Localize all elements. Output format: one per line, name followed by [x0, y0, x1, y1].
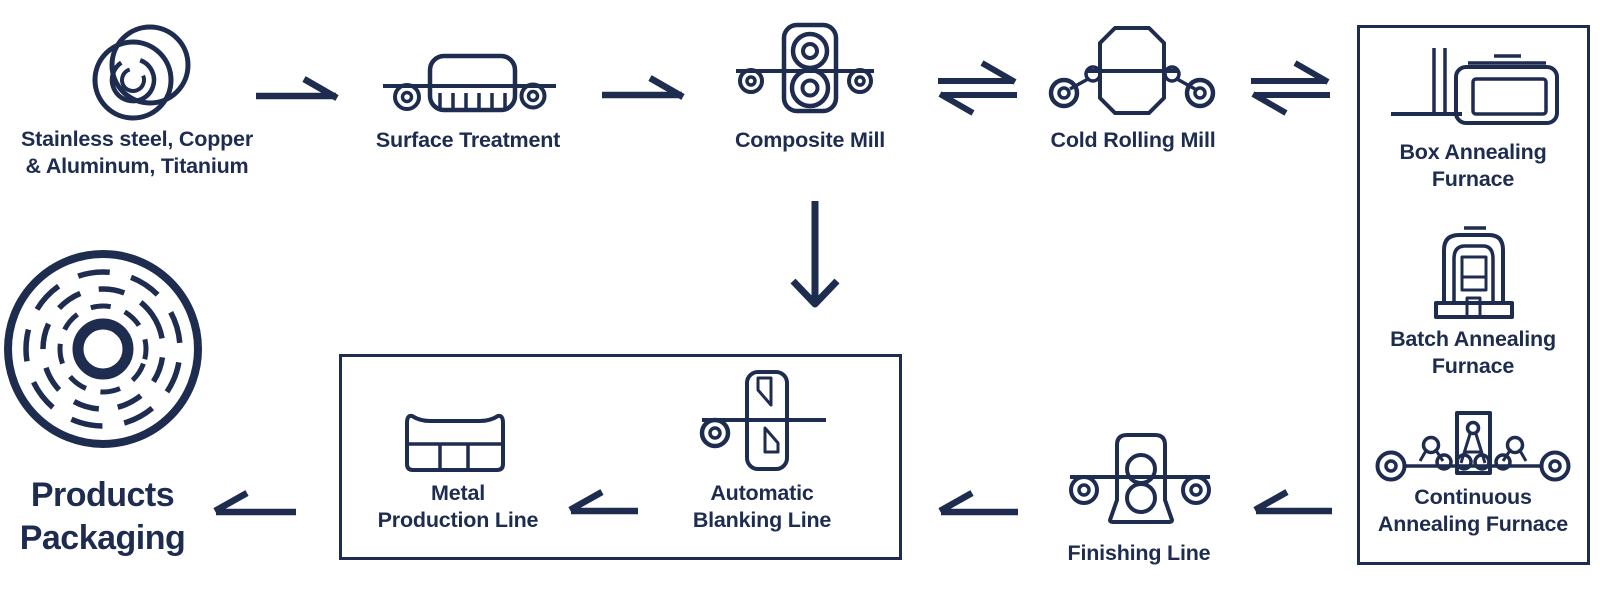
double-arrow-composite-coldmill — [938, 60, 1017, 116]
batch-annealing-label: Batch Annealing Furnace — [1363, 326, 1583, 380]
arrow-surface-to-composite — [602, 75, 685, 100]
surface-treatment-label: Surface Treatment — [375, 128, 561, 152]
annealing-furnaces-group-box — [1357, 25, 1590, 565]
treatment-tank-icon — [383, 53, 556, 113]
metal-production-group-box — [339, 354, 902, 560]
steel-coil-icon — [92, 24, 191, 121]
box-annealing-label: Box Annealing Furnace — [1363, 139, 1583, 193]
products-packaging-label-line1: Products — [30, 476, 175, 514]
continuous-annealing-label-line2: Annealing Furnace — [1377, 512, 1569, 536]
blanking-shear-icon — [699, 370, 826, 471]
double-arrow-coldmill-annealing — [1251, 60, 1330, 116]
raw-material-label-line1: Stainless steel, Copper — [21, 127, 253, 151]
bell-furnace-icon — [1434, 226, 1514, 319]
continuous-annealing-label-line1: Continuous — [1414, 485, 1532, 509]
metal-production-label: Metal Production Line — [318, 480, 598, 534]
arrow-box-to-packaging — [213, 490, 296, 516]
arrow-composite-down-to-blanking — [790, 201, 840, 308]
raw-material-label-line2: & Aluminum, Titanium — [25, 154, 249, 178]
cold-rolling-mill-label: Cold Rolling Mill — [1050, 128, 1216, 152]
arrow-blanking-to-metal — [568, 489, 638, 515]
finishing-mill-icon — [1069, 433, 1211, 524]
box-furnace-icon — [1391, 48, 1559, 125]
automatic-blanking-label-line1: Automatic — [710, 481, 814, 505]
products-packaging-label-line2: Packaging — [19, 519, 186, 557]
production-tray-icon — [405, 413, 505, 472]
automatic-blanking-label-line2: Blanking Line — [692, 508, 832, 532]
finishing-line-label: Finishing Line — [1067, 541, 1211, 565]
automatic-blanking-label: Automatic Blanking Line — [622, 480, 902, 534]
composite-mill-label: Composite Mill — [734, 128, 886, 152]
arrow-raw-to-surface — [256, 76, 339, 101]
continuous-annealing-label: Continuous Annealing Furnace — [1358, 484, 1588, 538]
cold-rolling-mill-icon — [1048, 26, 1216, 115]
box-annealing-label-line1: Box Annealing — [1399, 140, 1547, 164]
metal-production-label-line2: Production Line — [377, 508, 539, 532]
raw-material-label: Stainless steel, Copper & Aluminum, Tita… — [0, 126, 282, 180]
composite-mill-icon — [736, 22, 874, 114]
arrow-finishing-to-box — [938, 490, 1018, 516]
arrow-annealing-to-finishing — [1253, 489, 1332, 515]
products-packaging-label: Products Packaging — [0, 474, 215, 560]
packaged-coil-icon — [4, 250, 202, 448]
strip-line-furnace-icon — [1375, 411, 1571, 482]
box-annealing-label-line2: Furnace — [1431, 167, 1515, 191]
batch-annealing-label-line2: Furnace — [1431, 354, 1515, 378]
batch-annealing-label-line1: Batch Annealing — [1390, 327, 1556, 351]
metal-production-label-line1: Metal — [431, 481, 485, 505]
